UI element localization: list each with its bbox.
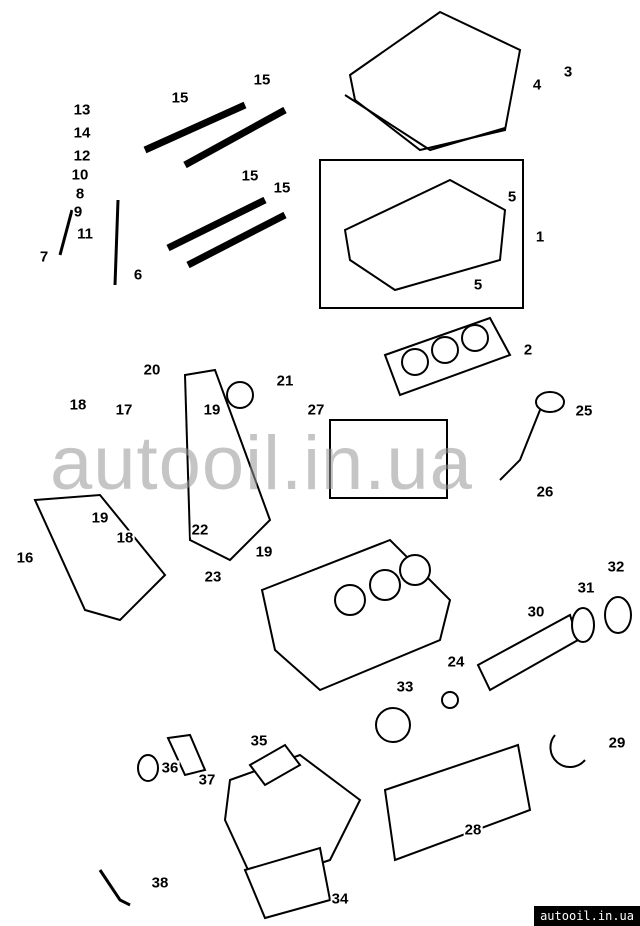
callout: 13 <box>72 101 92 119</box>
camshaft <box>166 196 267 252</box>
crank-sprocket <box>441 691 459 709</box>
callout: 6 <box>132 266 144 284</box>
callout: 11 <box>76 225 94 243</box>
piston <box>535 391 565 413</box>
callout: 5 <box>506 188 518 206</box>
callout: 27 <box>306 401 326 419</box>
cylinder-bore <box>399 554 431 586</box>
cam-sprocket <box>226 381 254 409</box>
valve <box>58 209 74 256</box>
camshaft <box>186 211 287 269</box>
callout: 19 <box>254 543 274 561</box>
gasket-bore <box>431 336 459 364</box>
callout: 17 <box>114 401 134 419</box>
site-tag: autooil.in.ua <box>534 906 640 926</box>
callout: 14 <box>72 124 92 142</box>
callout: 34 <box>330 890 350 908</box>
callout: 8 <box>74 185 86 203</box>
callout: 21 <box>275 372 295 390</box>
valve-cover-gasket <box>344 94 506 152</box>
cylinder-head <box>343 178 507 292</box>
callout: 28 <box>463 821 483 839</box>
oil-pan-gasket <box>248 743 302 787</box>
callout: 22 <box>190 521 210 539</box>
callout: 12 <box>72 147 92 165</box>
cylinder-bore <box>369 569 401 601</box>
bearings-box <box>329 419 448 499</box>
gasket-bore <box>461 324 489 352</box>
valve <box>113 199 120 286</box>
callout: 32 <box>606 558 626 576</box>
callout: 24 <box>446 653 466 671</box>
callout: 1 <box>534 228 546 246</box>
callout: 37 <box>197 771 217 789</box>
camshaft <box>183 106 287 169</box>
callout: 23 <box>203 568 223 586</box>
callout: 15 <box>170 89 190 107</box>
gasket-bore <box>401 348 429 376</box>
crank-seal <box>571 607 595 643</box>
watermark: autooil.in.ua <box>50 421 473 506</box>
callout: 30 <box>526 603 546 621</box>
callout: 33 <box>395 678 415 696</box>
callout: 15 <box>240 167 260 185</box>
camshaft <box>143 101 247 154</box>
callout: 4 <box>531 76 543 94</box>
callout: 25 <box>574 402 594 420</box>
oil-pump-seal <box>137 754 159 782</box>
callout: 15 <box>272 179 292 197</box>
oil-pan-upper <box>223 753 362 887</box>
callout: 9 <box>72 203 84 221</box>
oil-pan-lower <box>243 846 332 920</box>
callout: 19 <box>90 509 110 527</box>
callout: 16 <box>15 549 35 567</box>
crankshaft <box>476 613 580 692</box>
callout: 15 <box>252 71 272 89</box>
timing-cover <box>33 493 167 622</box>
callout: 2 <box>522 341 534 359</box>
cylinder-head-box <box>319 159 524 309</box>
callout: 36 <box>160 759 180 777</box>
oil-pickup <box>98 869 131 907</box>
connecting-rod <box>499 409 541 481</box>
cylinder-bore <box>334 584 366 616</box>
main-bearings-box <box>383 743 532 862</box>
callout: 19 <box>202 401 222 419</box>
timing-chain <box>183 368 272 562</box>
callout: 29 <box>607 734 627 752</box>
callout: 10 <box>70 166 90 184</box>
callout: 3 <box>562 63 574 81</box>
callout: 18 <box>115 529 135 547</box>
valve-cover <box>348 10 522 152</box>
callout: 38 <box>150 874 170 892</box>
rear-seal <box>604 596 632 634</box>
balancer <box>375 707 411 743</box>
callout: 26 <box>535 483 555 501</box>
callout: 35 <box>249 732 269 750</box>
callout: 5 <box>472 276 484 294</box>
callout: 31 <box>576 579 596 597</box>
thrust-washer <box>549 734 586 769</box>
callout: 7 <box>38 248 50 266</box>
callout: 18 <box>68 396 88 414</box>
callout: 20 <box>142 361 162 379</box>
